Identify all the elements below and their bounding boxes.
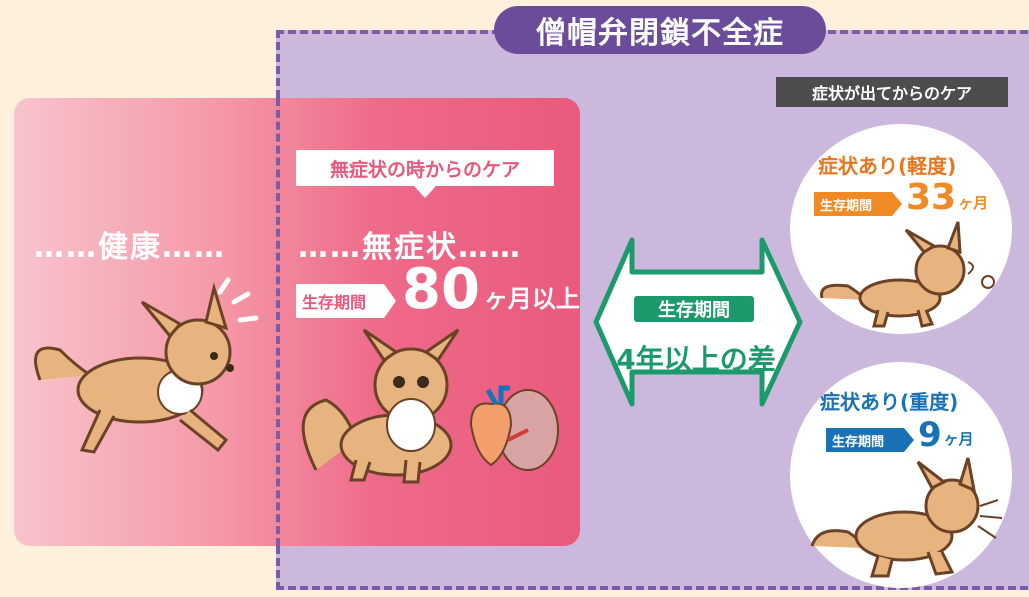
mild-coughing-dog-icon bbox=[820, 221, 995, 328]
severe-title: 症状あり(重度) bbox=[820, 390, 959, 414]
mild-title: 症状あり(軽度) bbox=[818, 154, 957, 178]
healthy-label: ……健康…… bbox=[34, 230, 226, 265]
asymptomatic-label: ……無症状…… bbox=[298, 230, 522, 265]
mild-survival: 生存期間 33 ヶ月 bbox=[814, 180, 988, 216]
mild-survival-value: 33 bbox=[906, 177, 957, 218]
severe-survival: 生存期間 9 ヶ月 bbox=[826, 418, 974, 452]
symptomatic-care-label: 症状が出てからのケア bbox=[776, 77, 1008, 107]
mild-survival-tag: 生存期間 bbox=[814, 192, 902, 216]
survival-value: 80 bbox=[402, 257, 480, 322]
severe-survival-tag: 生存期間 bbox=[826, 428, 914, 452]
running-dog-icon bbox=[34, 277, 259, 454]
survival-tag: 生存期間 bbox=[296, 284, 396, 318]
asymptomatic-care-tag: 無症状の時からのケア bbox=[296, 150, 554, 198]
survival-unit: ヶ月以上 bbox=[483, 285, 580, 313]
mild-survival-unit: ヶ月 bbox=[958, 194, 989, 212]
disease-title: 僧帽弁閉鎖不全症 bbox=[494, 6, 826, 54]
standing-dog-heart-icon bbox=[301, 328, 559, 484]
severe-coughing-dog-icon bbox=[810, 457, 1003, 578]
severe-survival-unit: ヶ月 bbox=[943, 430, 974, 448]
comparison-difference: 4年以上の差 bbox=[616, 343, 776, 376]
asymptomatic-survival: 生存期間 80 ヶ月以上 bbox=[296, 262, 580, 318]
zone-divider bbox=[276, 98, 280, 546]
severe-survival-value: 9 bbox=[918, 415, 942, 455]
comparison-pill: 生存期間 bbox=[634, 296, 754, 322]
